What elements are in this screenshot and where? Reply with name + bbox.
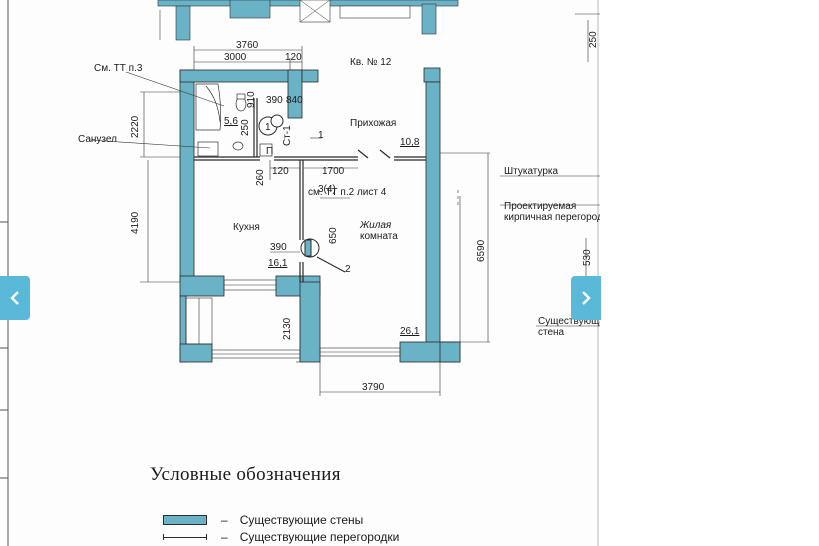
dim-3000: 3000 [224, 52, 247, 63]
dim-2220: 2220 [130, 115, 141, 138]
legend-row-walls: – Существующие стены [163, 512, 363, 528]
legend-swatch-walls [163, 515, 207, 525]
riser-markers [258, 114, 346, 273]
room-living-line1: Жилая [359, 220, 392, 231]
dim-4190: 4190 [130, 211, 141, 234]
chevron-right-icon [582, 291, 591, 305]
legend-label-partitions: Существующие перегородки [239, 530, 400, 544]
dim-250-right: 250 [588, 31, 599, 48]
plan-labels: Кв. № 12 Прихожая 10,8 Санузел 5,6 Кухня… [78, 31, 600, 393]
room-kitchen: Кухня [233, 222, 260, 233]
window-openings [185, 279, 401, 359]
partitions [194, 98, 426, 282]
legend-title: Условные обозначения [150, 464, 341, 485]
note-tt2: см. ТТ п.2 лист 4 [308, 187, 387, 198]
dim-3790: 3790 [362, 382, 385, 393]
legend-label-walls: Существующие стены [239, 513, 364, 527]
mark-1: 1 [318, 130, 324, 141]
chevron-left-icon [10, 291, 19, 305]
legend-swatch-partitions [163, 534, 207, 540]
room-bathroom-area: 5,6 [224, 116, 238, 127]
next-page-button[interactable] [571, 276, 601, 320]
previous-page-button[interactable] [0, 276, 30, 320]
dim-6590: 6590 [476, 239, 487, 262]
dim-3760: 3760 [236, 40, 259, 51]
dim-530: 530 [582, 249, 593, 266]
existing-walls [179, 67, 461, 363]
leader-lines [89, 71, 350, 199]
dim-390-top: 390 [266, 95, 283, 106]
page-frame-lines [0, 0, 599, 546]
bathroom-fixtures [195, 83, 273, 157]
dimension-lines [140, 13, 600, 396]
side-label-designed-2: кирпичная перегородка [504, 212, 600, 223]
side-label-designed-1: Проектируемая [504, 201, 576, 212]
mark-2: 2 [345, 264, 351, 275]
side-label-plaster: Штукатурка [504, 166, 559, 177]
dim-260: 260 [255, 169, 266, 186]
dim-1700: 1700 [322, 166, 345, 177]
floor-plan: Кв. № 12 Прихожая 10,8 Санузел 5,6 Кухня… [0, 0, 600, 546]
side-label-existing-2: стена [538, 327, 565, 338]
dim-2130: 2130 [282, 317, 293, 340]
document-page: Кв. № 12 Прихожая 10,8 Санузел 5,6 Кухня… [0, 0, 600, 546]
dim-650: 650 [328, 227, 339, 244]
note-tt3: См. ТТ п.3 [94, 63, 143, 74]
room-hallway: Прихожая [350, 118, 396, 129]
legend-dash: – [221, 513, 228, 527]
dim-910: 910 [246, 91, 257, 108]
dim-120-mid: 120 [272, 166, 289, 177]
room-kitchen-area: 16,1 [268, 258, 288, 269]
riser-label: Ст-1 [282, 125, 293, 146]
mark-3-4: 3(4) [318, 184, 336, 195]
room-living-area: 26,1 [400, 326, 420, 337]
room-hallway-area: 10,8 [400, 137, 420, 148]
dim-840: 840 [286, 95, 303, 106]
dim-250-left: 250 [240, 119, 251, 136]
dim-390-mid: 390 [270, 242, 287, 253]
side-label-existing-1: Существующая [538, 316, 600, 327]
legend-dash: – [221, 530, 228, 544]
upper-floor-fragment [157, 0, 459, 41]
legend-row-partitions: – Существующие перегородки [163, 529, 399, 545]
room-living-line2: комната [360, 231, 398, 242]
apartment-label: Кв. № 12 [350, 57, 392, 68]
dim-120-top: 120 [285, 52, 302, 63]
riser-circle-number: 1 [265, 122, 271, 133]
riser-p-label: П [266, 146, 273, 157]
room-bathroom: Санузел [78, 134, 117, 145]
